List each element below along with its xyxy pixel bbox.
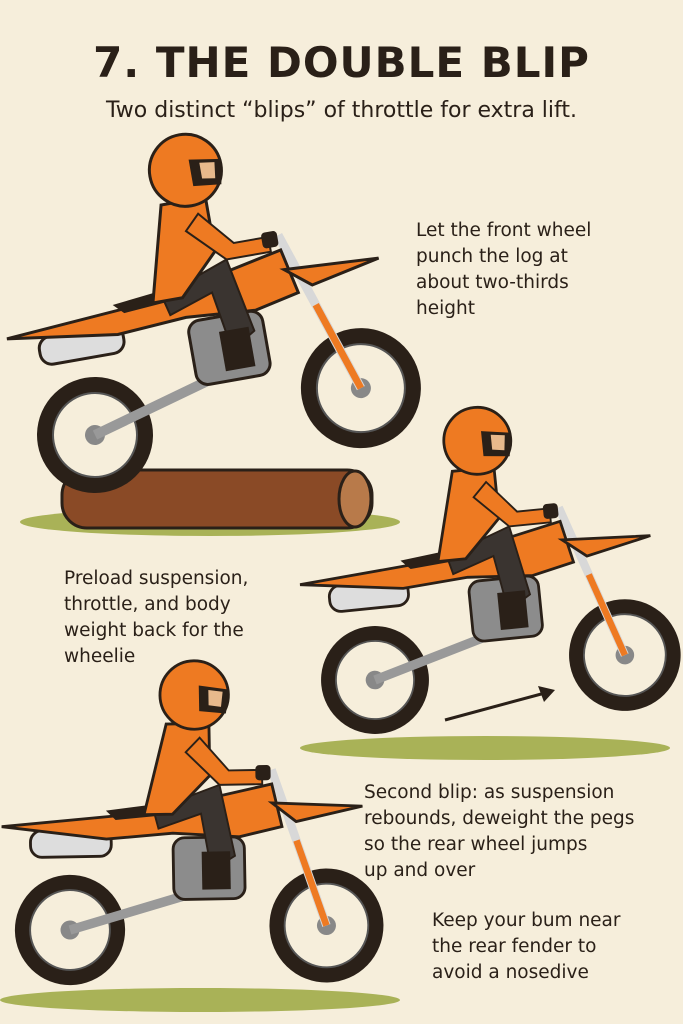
grass-3 <box>0 988 400 1012</box>
arrow <box>444 691 546 722</box>
page-title: 7. THE DOUBLE BLIP <box>93 38 590 87</box>
note-front-wheel: Let the front wheel punch the log at abo… <box>416 220 592 319</box>
subtitle: Two distinct “blips” of throttle for ext… <box>105 98 578 123</box>
arrow-head-icon <box>538 686 555 702</box>
bike-3 <box>0 658 384 989</box>
note-preload: Preload suspension, throttle, and body w… <box>64 568 249 667</box>
grass-2 <box>300 736 670 760</box>
note-second-blip: Second blip: as suspension rebounds, dew… <box>364 782 635 881</box>
note-bum-position: Keep your bum near the rear fender to av… <box>432 910 621 983</box>
bike-1 <box>0 101 430 506</box>
